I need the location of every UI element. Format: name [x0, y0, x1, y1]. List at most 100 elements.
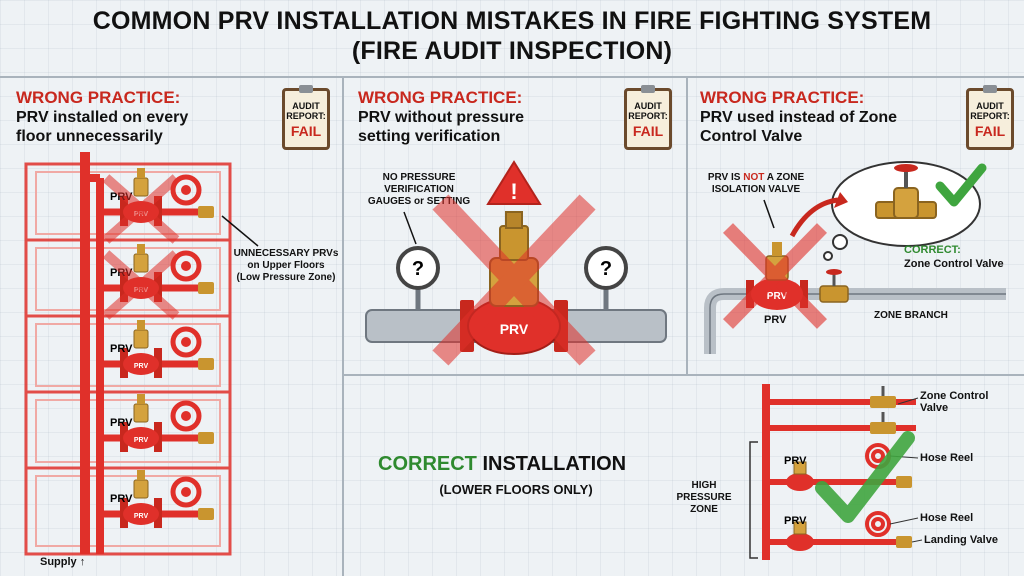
zone-line-2: PRESSURE: [676, 492, 732, 503]
gauge-question-mark: ?: [412, 258, 424, 280]
no-verification-note: NO PRESSURE VERIFICATION GAUGES or SETTI…: [364, 172, 474, 208]
panel-description: PRV without pressure setting verificatio…: [358, 108, 524, 146]
hose-reel-label-2: Hose Reel: [920, 512, 974, 524]
wrong-x-icon: [102, 174, 180, 244]
note-line-1: NO PRESSURE: [382, 172, 456, 183]
prv-label: PRV: [784, 515, 807, 527]
landing-valve-icon: [198, 282, 214, 294]
prv-below-label: PRV: [764, 314, 787, 326]
desc-line-1: PRV without pressure: [358, 109, 524, 126]
desc-line-1: PRV used instead of Zone: [700, 109, 898, 126]
zone-control-valve-label: Zone Control Valve: [920, 390, 988, 414]
panel-unnecessary-prvs: WRONG PRACTICE: PRV installed on every f…: [0, 78, 342, 576]
lower-floors-only-note: (LOWER FLOORS ONLY): [439, 482, 593, 497]
audit-report-label: REPORT:: [970, 111, 1010, 121]
prv-icon: [133, 403, 149, 423]
panel-correct-installation: CORRECT INSTALLATION (LOWER FLOORS ONLY)…: [344, 376, 1024, 576]
panel-no-pressure-verification: WRONG PRACTICE: PRV without pressure set…: [344, 78, 686, 374]
hose-reel-icon: [170, 400, 202, 432]
arrow-icon: [789, 197, 839, 238]
prv-icon: [133, 177, 149, 197]
audit-label: AUDIT: [634, 101, 662, 111]
prv-label: PRV: [110, 417, 133, 429]
zone-control-valve-icon: [870, 386, 896, 434]
note-line-3: (Low Pressure Zone): [236, 272, 336, 283]
correct-label: CORRECT:: [904, 244, 961, 256]
desc-line-1: PRV installed on every: [16, 109, 189, 126]
wrong-practice-heading: WRONG PRACTICE:: [16, 88, 181, 107]
zone-control-valve-label: Zone Control Valve: [904, 258, 1004, 270]
zone-line-3: ZONE: [690, 504, 718, 515]
not-isolation-valve-note: PRV IS NOT A ZONE ISOLATION VALVE: [696, 172, 816, 196]
prv-label: PRV: [784, 455, 807, 467]
zcv-line-2: Valve: [920, 402, 949, 414]
panel-description: PRV installed on every floor unnecessari…: [16, 108, 188, 146]
correct-word: CORRECT: [378, 453, 477, 475]
panel-prv-as-zone-valve: WRONG PRACTICE: PRV used instead of Zone…: [688, 78, 1024, 374]
zone-branch-label: ZONE BRANCH: [874, 310, 948, 321]
prv-valve-label: PRV: [500, 321, 529, 337]
prv-label: PRV: [110, 493, 133, 505]
prv-valve-label: PRV: [134, 513, 149, 520]
desc-line-2: Control Valve: [700, 128, 803, 145]
correct-riser-diagram: PRV PRV: [749, 384, 923, 560]
top-divider: [0, 76, 1024, 78]
hose-reel-icon: [170, 476, 202, 508]
floor-branches: PRVPRVPRVPRVPRVPRVPRVPRVPRVPRV: [100, 168, 259, 528]
prv-icon: [133, 479, 149, 499]
hose-reel-icon: [170, 250, 202, 282]
divider-2: [686, 78, 688, 374]
audit-report-fail-badge: AUDIT REPORT: FAIL: [966, 85, 1014, 150]
note-line-1: UNNECESSARY PRVs: [233, 248, 339, 259]
hose-reel-icon: [170, 174, 202, 206]
pressure-gauge-left-icon: [396, 246, 440, 310]
floor-branch: PRV PRV: [100, 470, 214, 528]
landing-valve-icon: [198, 206, 214, 218]
page-title: COMMON PRV INSTALLATION MISTAKES IN FIRE…: [0, 6, 1024, 66]
prv-valve-label: PRV: [134, 363, 149, 370]
note-line-1: PRV IS NOT A ZONE: [707, 172, 805, 183]
desc-line-2: floor unnecessarily: [16, 128, 163, 145]
landing-valve-icon: [896, 476, 912, 548]
wrong-x-icon: [722, 223, 828, 329]
audit-label: AUDIT: [292, 101, 320, 111]
zone-branch-illustration: PRV: [704, 161, 1006, 354]
title-line-1: COMMON PRV INSTALLATION MISTAKES IN FIRE…: [92, 7, 932, 35]
prv-icon: [133, 329, 149, 349]
hose-reel-label: Hose Reel: [920, 452, 974, 464]
wrong-practice-heading: WRONG PRACTICE:: [700, 88, 865, 107]
unnecessary-prvs-note: UNNECESSARY PRVs on Upper Floors (Low Pr…: [232, 248, 340, 284]
gauge-question-mark: ?: [600, 258, 612, 280]
title-line-2: (FIRE AUDIT INSPECTION): [351, 37, 673, 65]
note-line-2: on Upper Floors: [247, 260, 325, 271]
audit-result: FAIL: [632, 123, 664, 139]
hose-reel-icon: [170, 326, 202, 358]
gate-valve-icon: [875, 164, 937, 219]
mid-divider: [344, 374, 1024, 376]
wrong-x-icon: [102, 250, 180, 320]
correct-check-icon: [935, 163, 987, 207]
note-line-2: VERIFICATION: [384, 184, 454, 195]
correct-check-icon: [815, 431, 915, 523]
audit-result: FAIL: [974, 123, 1006, 139]
floor-branch: PRV PRV: [100, 394, 214, 452]
clipboard-clip-icon: [641, 85, 655, 93]
prv-valve-label: PRV: [134, 437, 149, 444]
correct-installation-heading: CORRECT INSTALLATION: [378, 452, 626, 476]
desc-line-2: setting verification: [358, 128, 501, 145]
landing-valve-label: Landing Valve: [924, 534, 998, 546]
landing-valve-icon: [198, 358, 214, 370]
warning-exclamation: !: [510, 179, 517, 204]
pressure-gauge-right-icon: [584, 246, 628, 310]
warning-icon: [486, 160, 542, 205]
divider-1: [342, 78, 344, 576]
note-line-2: ISOLATION VALVE: [711, 184, 801, 195]
supply-label: Supply ↑: [40, 556, 86, 568]
panel-description: PRV used instead of Zone Control Valve: [700, 108, 897, 146]
prv-valve-label: PRV: [767, 291, 788, 302]
installation-word: INSTALLATION: [476, 453, 627, 475]
clipboard-clip-icon: [983, 85, 997, 93]
audit-label: AUDIT: [976, 101, 1004, 111]
